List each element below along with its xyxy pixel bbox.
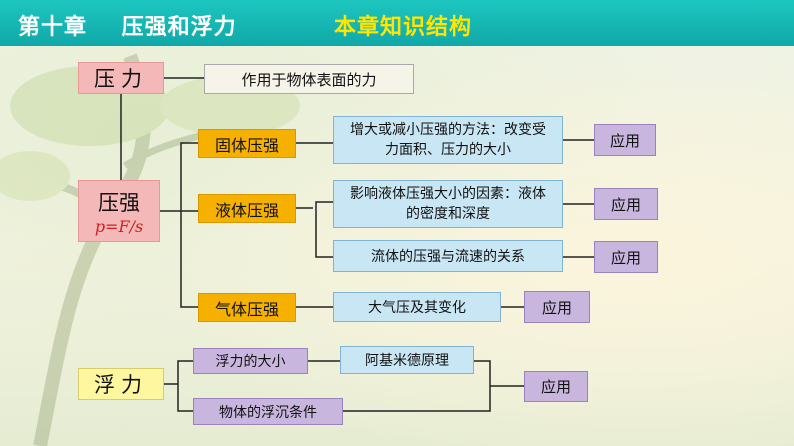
node-app-solid: 应用 [594,124,656,156]
node-gas-pressure: 气体压强 [198,293,296,322]
node-pressure-intensity: 压强 p=F/s [78,180,160,242]
node-pressure-desc: 作用于物体表面的力 [204,64,414,94]
node-fluid-desc: 流体的压强与流速的关系 [333,240,563,272]
node-liquid-desc: 影响液体压强大小的因素：液体的密度和深度 [333,180,563,228]
node-buoyancy-size: 浮力的大小 [193,348,308,374]
section-title: 本章知识结构 [334,15,473,40]
node-app-liquid: 应用 [594,188,658,220]
chapter-title: 第十章 压强和浮力 [18,15,237,40]
node-app-gas: 应用 [524,291,590,323]
node-pressure: 压力 [78,62,164,94]
node-solid-desc: 增大或减小压强的方法：改变受力面积、压力的大小 [333,116,563,164]
node-solid-pressure: 固体压强 [198,129,296,158]
node-liquid-pressure: 液体压强 [198,194,296,223]
node-float-condition: 物体的浮沉条件 [193,398,343,425]
node-buoyancy: 浮力 [78,368,164,400]
node-gas-desc: 大气压及其变化 [333,292,501,322]
node-app-buoyancy: 应用 [524,371,588,402]
node-app-fluid: 应用 [594,241,658,273]
header-bar: 第十章 压强和浮力 本章知识结构 [0,0,794,46]
pressure-formula: p=F/s [94,216,144,236]
pressure-intensity-label: 压强 [98,190,140,215]
node-archimedes: 阿基米德原理 [340,346,474,374]
